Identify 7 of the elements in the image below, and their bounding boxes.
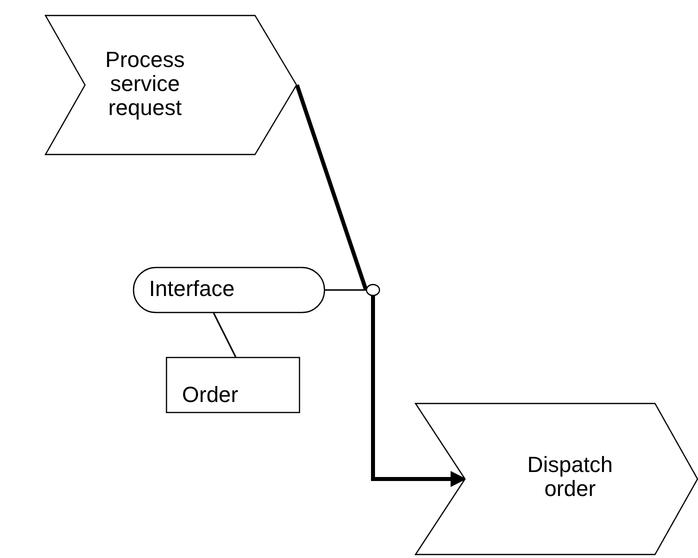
connector-line: [295, 84, 368, 291]
node-label: Dispatch order: [526, 453, 614, 501]
connector-line: [212, 312, 236, 358]
connector-line: [325, 289, 366, 291]
node-label: Order: [182, 383, 240, 407]
node-label: Interface: [149, 277, 236, 301]
node-label: Process service request: [104, 48, 186, 120]
